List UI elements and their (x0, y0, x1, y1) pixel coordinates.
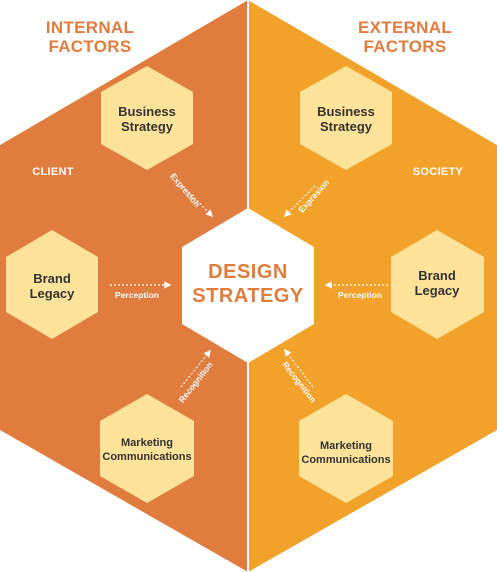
node-left-top: Business Strategy (101, 66, 193, 170)
node-right-top-line2: Strategy (320, 119, 373, 134)
bottom-left-corner (0, 430, 248, 572)
arrow-left-top (182, 185, 214, 218)
arrow-label-right-mid: Perception (338, 290, 382, 300)
node-left-mid-line2: Legacy (30, 286, 76, 301)
center-line1: DESIGN (208, 261, 288, 283)
node-right-mid-line1: Brand (418, 268, 456, 283)
node-left-mid: Brand Legacy (6, 230, 98, 339)
internal-factors-heading-line1: INTERNAL (46, 18, 134, 37)
bottom-right-corner (248, 430, 497, 572)
node-right-bottom: Marketing Communications (299, 394, 393, 503)
design-strategy-center: DESIGN STRATEGY (182, 208, 314, 363)
client-label: CLIENT (32, 166, 74, 178)
node-right-top: Business Strategy (300, 66, 392, 170)
external-factors-heading-line2: FACTORS (363, 37, 446, 56)
node-right-mid-line2: Legacy (415, 283, 461, 298)
node-left-mid-line1: Brand (33, 271, 71, 286)
node-right-bottom-line2: Communications (301, 454, 390, 466)
center-line2: STRATEGY (192, 285, 304, 307)
node-left-top-line2: Strategy (121, 119, 174, 134)
node-left-bottom: Marketing Communications (100, 394, 194, 503)
node-left-bottom-line1: Marketing (121, 437, 173, 449)
arrow-label-left-mid: Perception (115, 290, 159, 300)
node-right-mid: Brand Legacy (391, 230, 484, 339)
society-label: SOCIETY (413, 166, 464, 178)
internal-factors-heading-line2: FACTORS (48, 37, 131, 56)
arrow-right-top (283, 185, 316, 218)
top-left-corner (0, 0, 248, 145)
node-left-bottom-line2: Communications (102, 451, 191, 463)
node-right-bottom-line1: Marketing (320, 440, 372, 452)
node-left-top-line1: Business (118, 104, 176, 119)
node-right-top-line1: Business (317, 104, 375, 119)
external-factors-heading-line1: EXTERNAL (358, 18, 452, 37)
top-right-corner (248, 0, 497, 145)
